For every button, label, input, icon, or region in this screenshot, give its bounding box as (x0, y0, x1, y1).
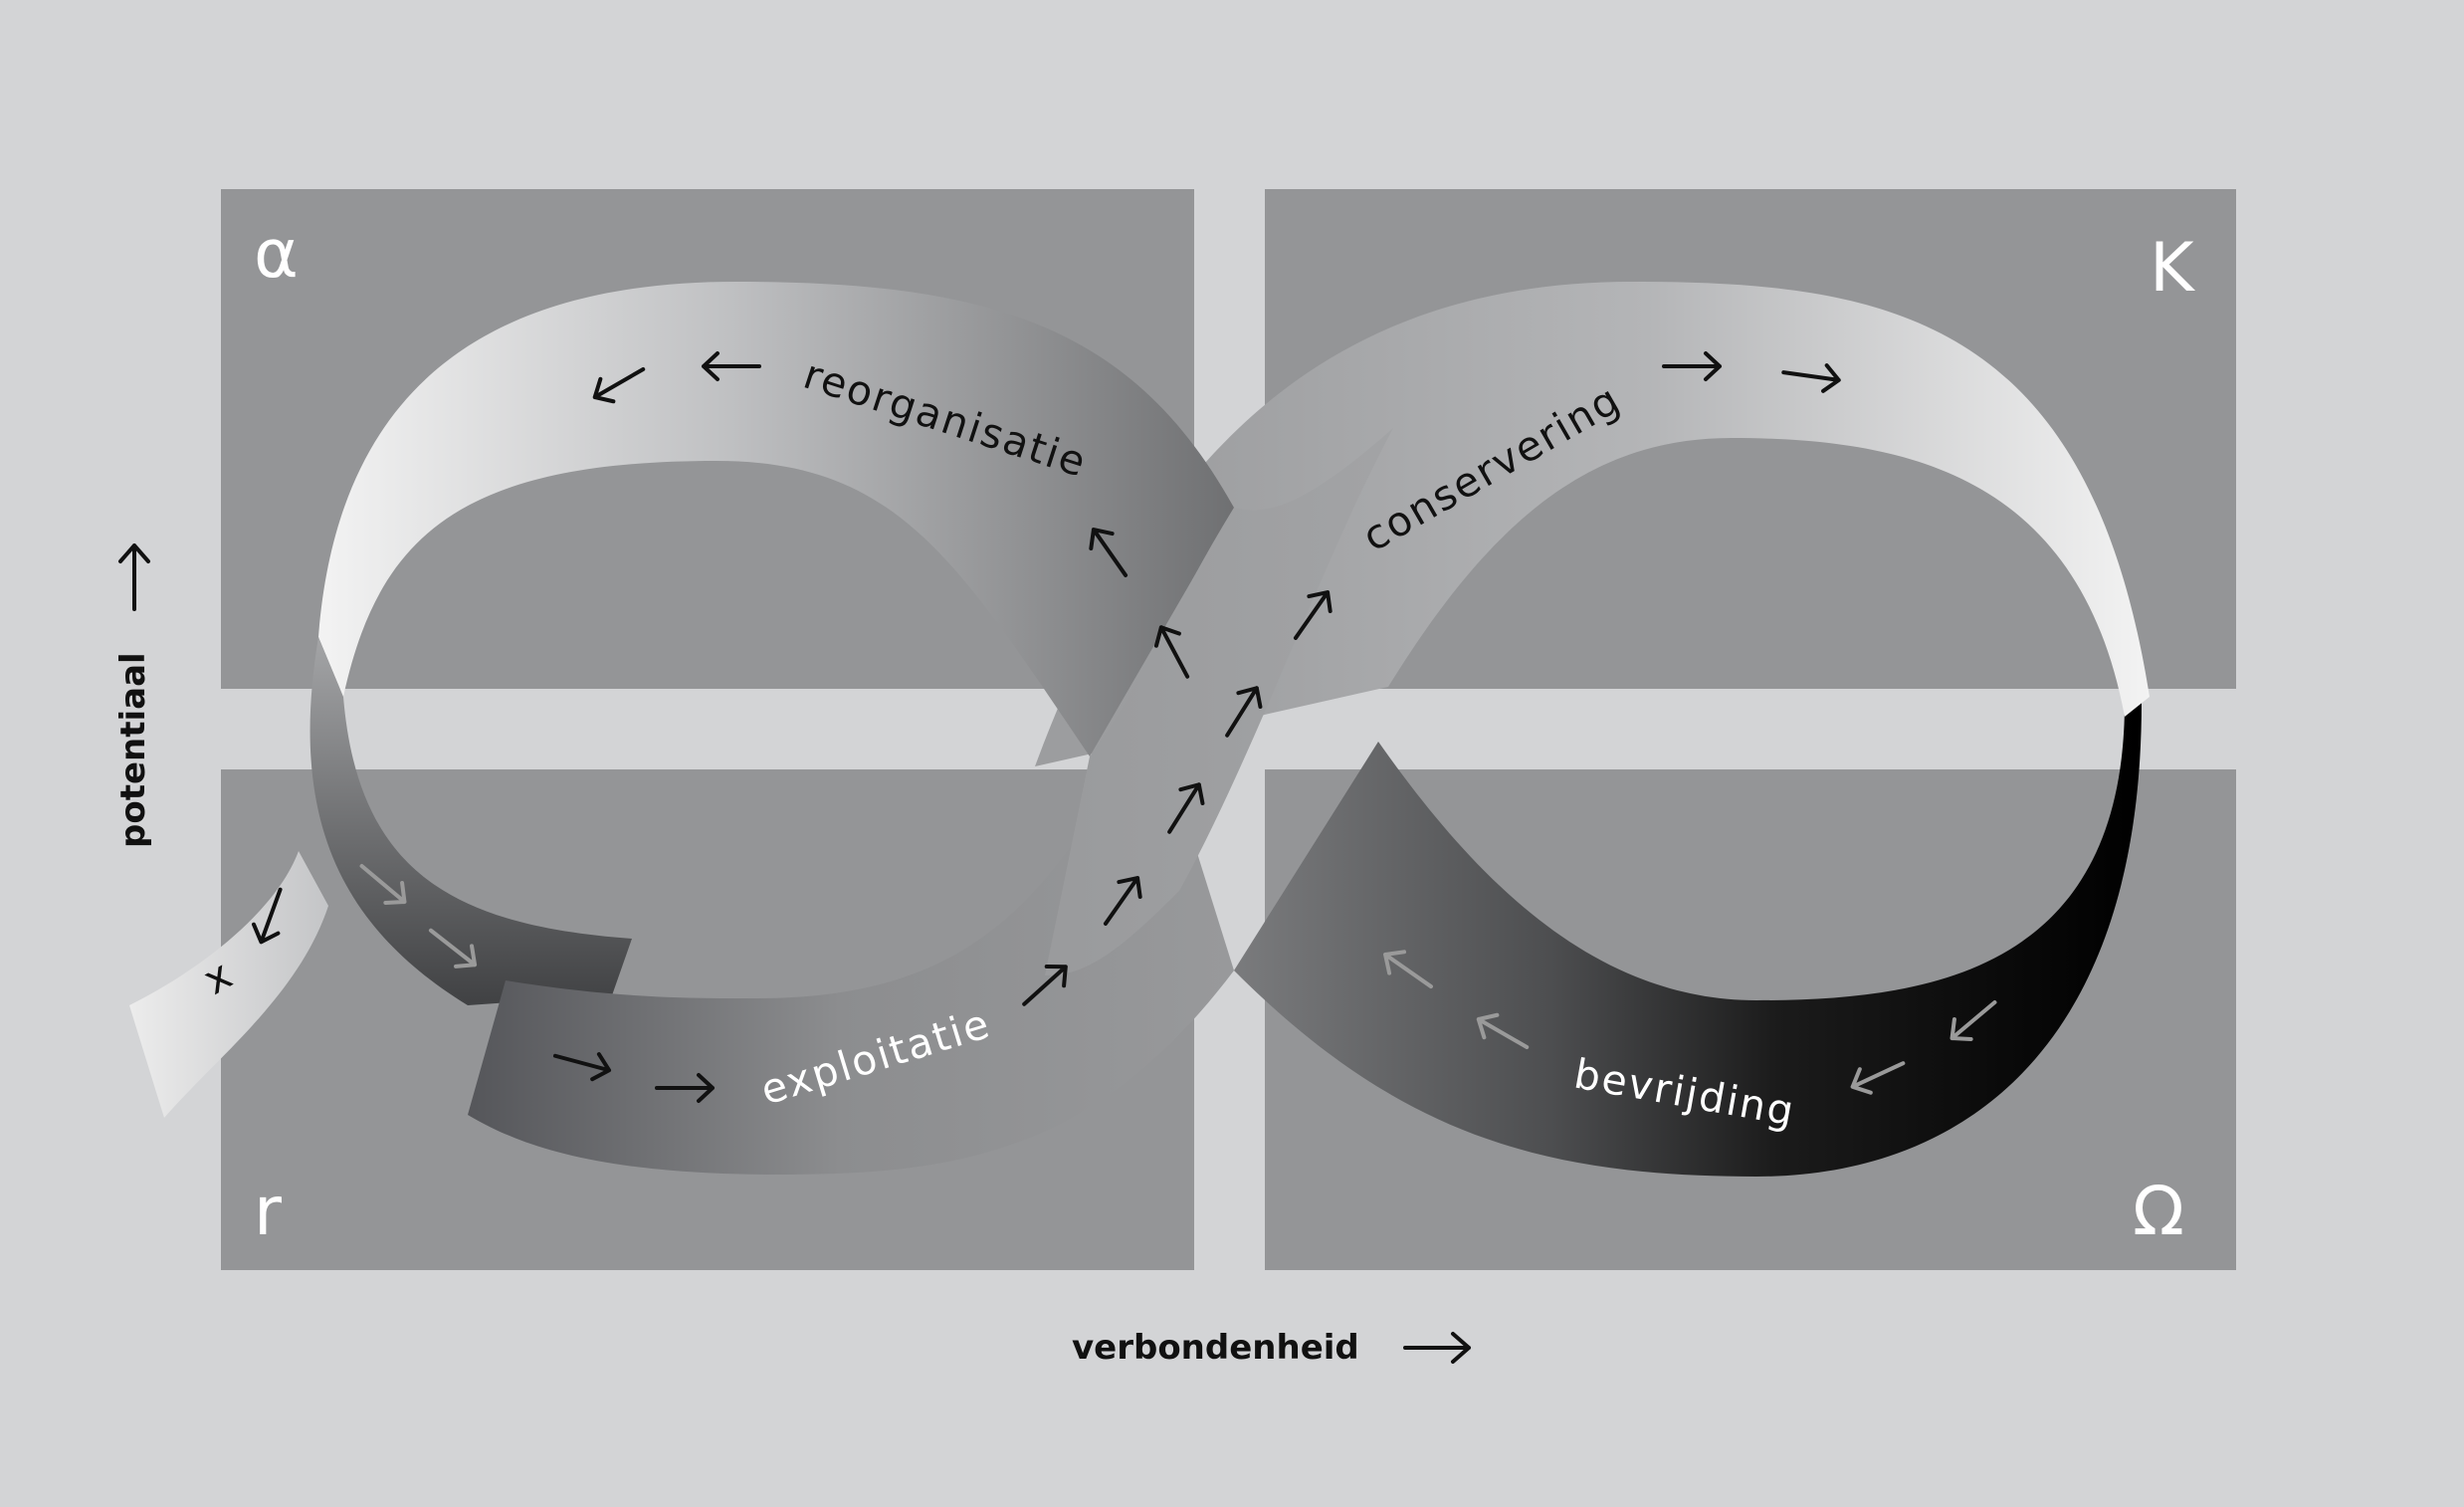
label-omega: Ω (2133, 1173, 2184, 1251)
arrow-icon (1167, 782, 1205, 834)
flow-arrows-light (359, 864, 1997, 1095)
arrow-icon (702, 351, 761, 381)
arrow-icon (1089, 528, 1129, 577)
release-band (1234, 702, 2142, 1177)
label-kappa: K (2150, 229, 2196, 308)
arrow-icon (1153, 625, 1190, 679)
exploitation-band (468, 717, 1234, 1175)
x-axis-arrow-icon (1403, 1332, 1471, 1364)
arrow-icon (1662, 351, 1722, 381)
exit-tail-band (129, 851, 328, 1118)
arrow-icon (1383, 950, 1433, 989)
flow-arrows (251, 351, 1841, 1103)
inner-loop-band (309, 637, 632, 1005)
arrow-icon (428, 928, 478, 969)
arrow-icon (552, 1052, 612, 1082)
conservation-band (1035, 282, 2150, 766)
arrow-icon (1476, 1012, 1530, 1049)
arrow-icon (359, 864, 407, 905)
arrow-icon (1850, 1061, 1906, 1095)
arrow-icon (251, 887, 283, 945)
y-axis-label: potentiaal (113, 652, 153, 848)
arrow-icon (1293, 590, 1333, 640)
arrow-icon (1022, 964, 1068, 1006)
arrow-icon (655, 1073, 715, 1103)
label-alpha: α (254, 215, 299, 294)
y-axis-arrow-icon (118, 543, 150, 611)
arrow-icon (1781, 363, 1841, 393)
arrow-icon (1950, 1000, 1997, 1041)
crossing-band (1045, 428, 1393, 975)
label-r: r (254, 1173, 282, 1251)
arrow-icon (1103, 876, 1142, 926)
arrow-icon (592, 367, 646, 404)
reorganization-band (318, 282, 1234, 756)
arrow-icon (1225, 686, 1263, 738)
x-axis-label: verbondenheid (1072, 1328, 1359, 1368)
